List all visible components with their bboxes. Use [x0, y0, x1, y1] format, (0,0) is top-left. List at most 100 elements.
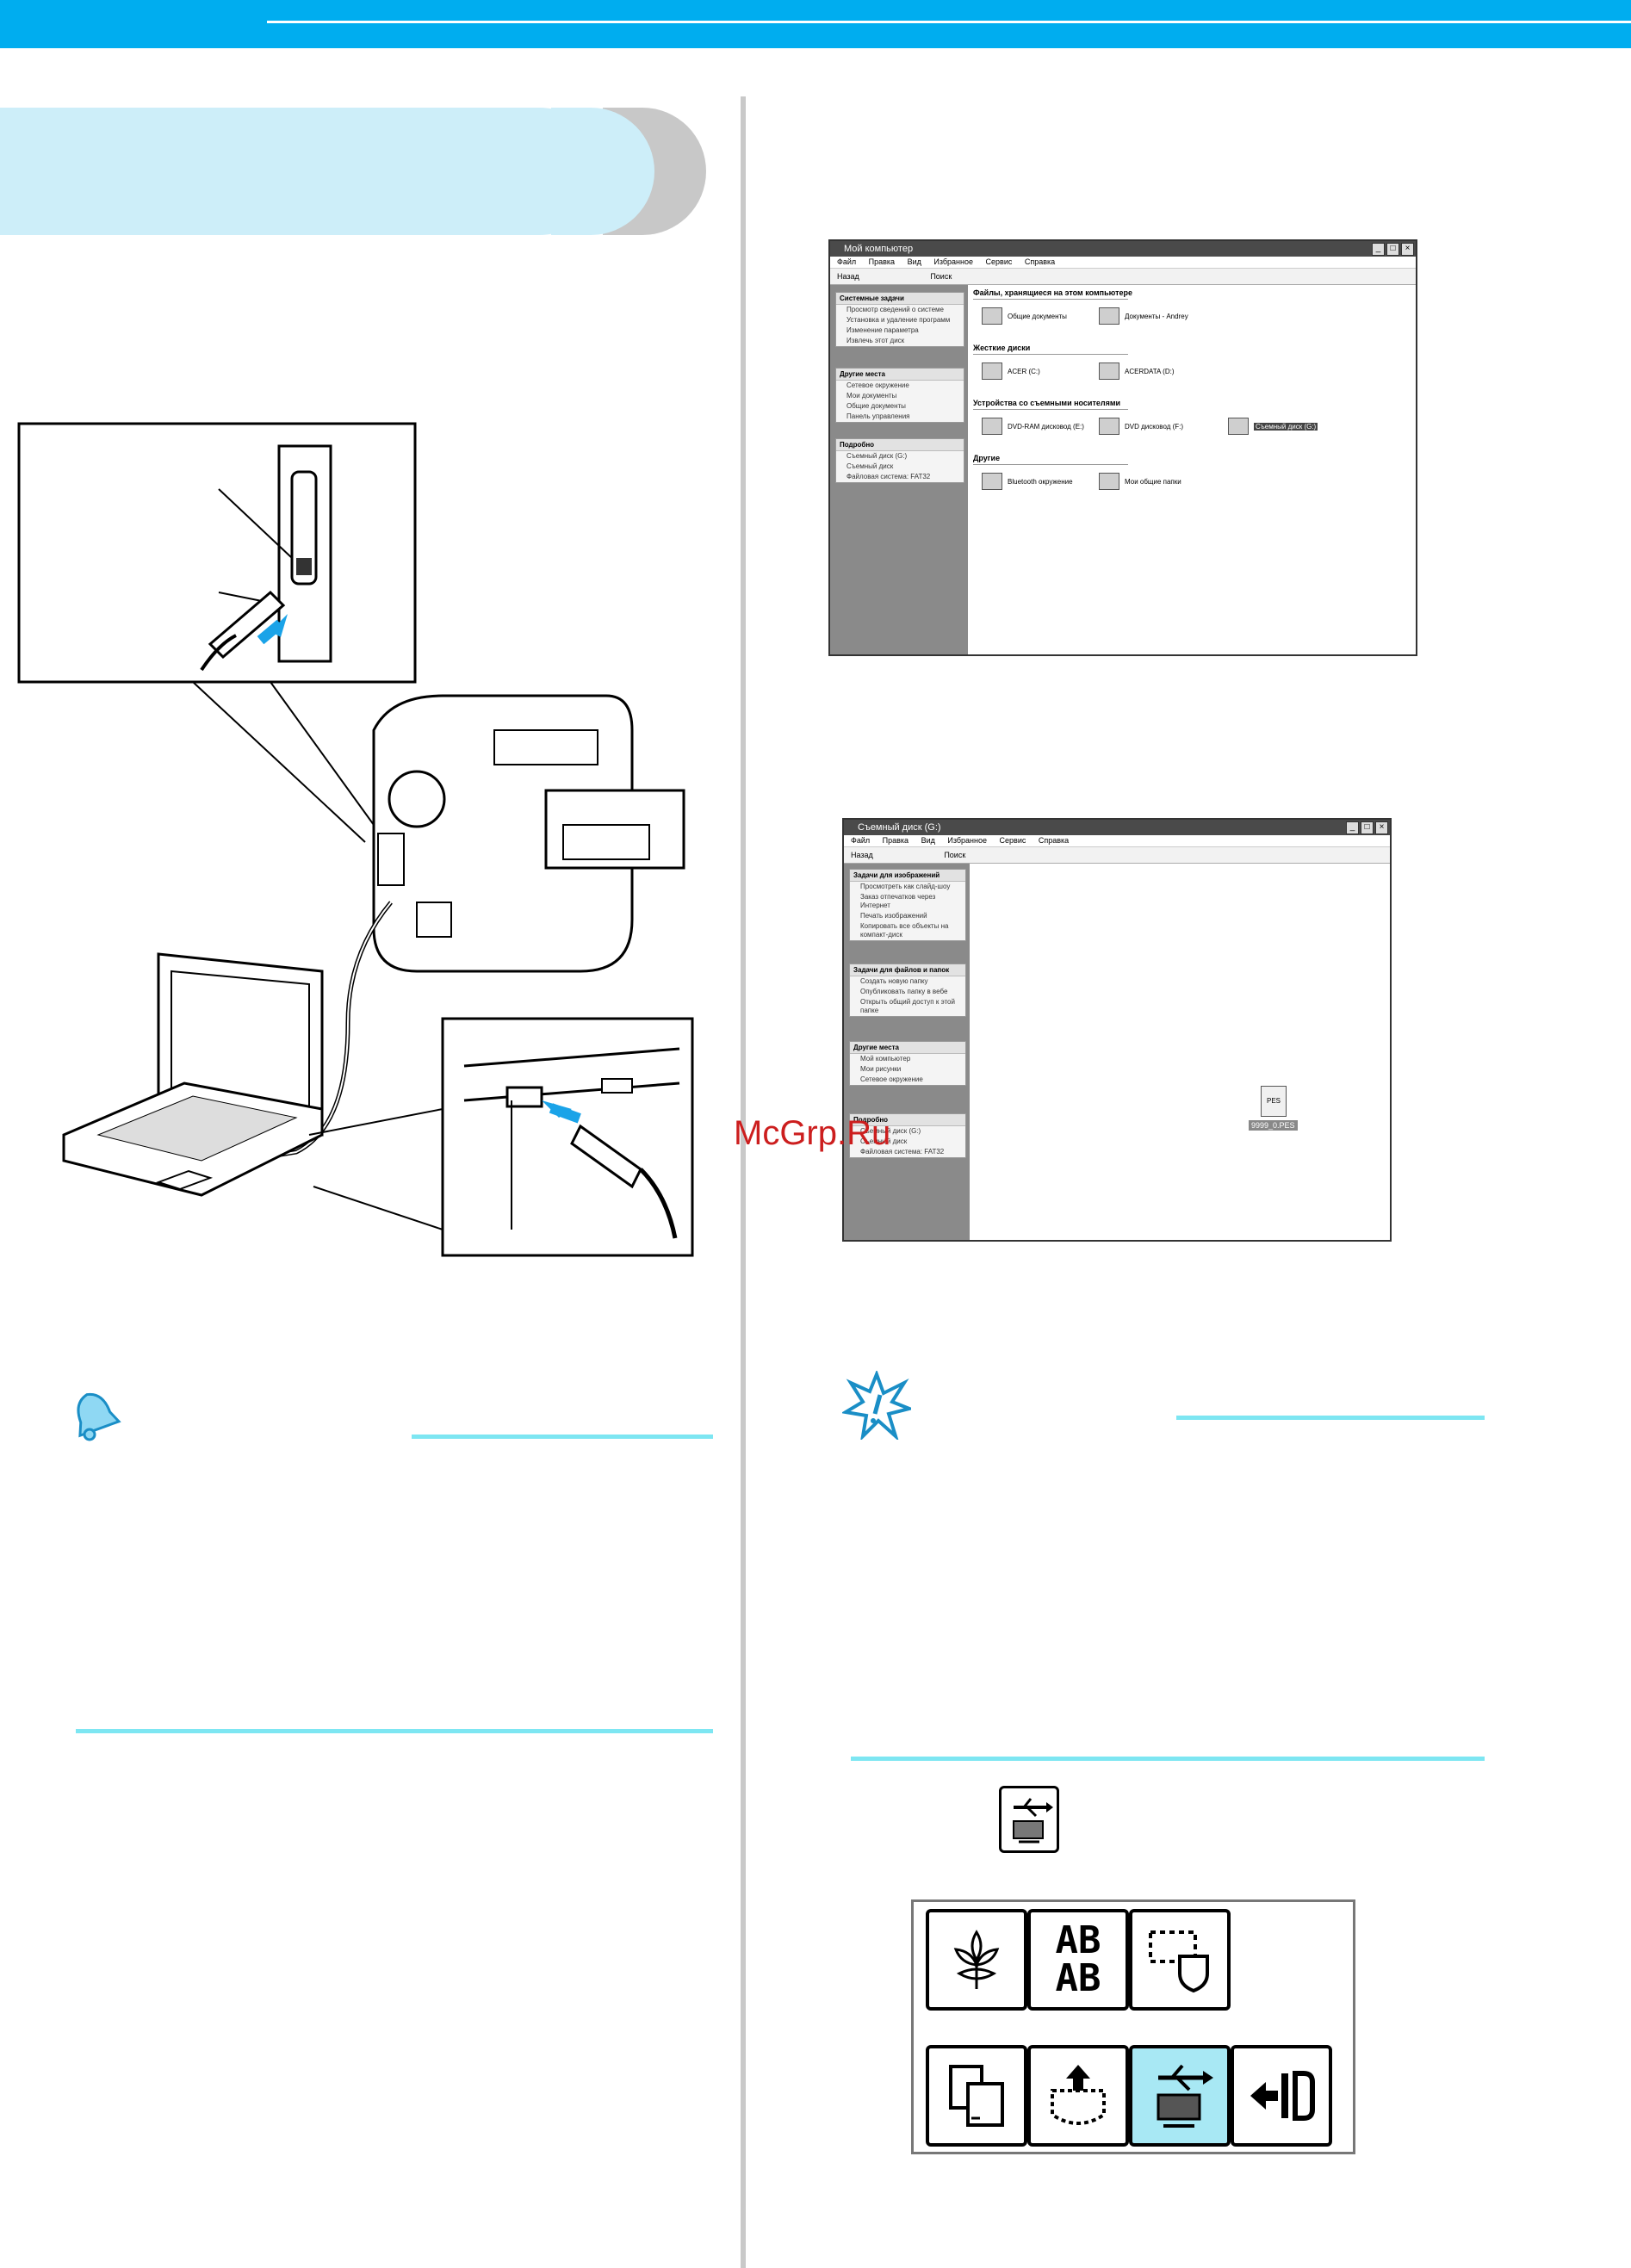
drive-d-item[interactable]: ACERDATA (D:) [1099, 363, 1174, 380]
user-documents-item[interactable]: Документы - Andrey [1099, 307, 1188, 325]
maximize-icon[interactable]: □ [1386, 243, 1399, 256]
menu-favorites[interactable]: Избранное [947, 836, 988, 845]
panel-header[interactable]: Другие места [836, 369, 964, 381]
toolbar: Назад Поиск [844, 847, 1390, 864]
hard-drive-icon [1099, 363, 1119, 380]
panel-link[interactable]: Мои рисунки [860, 1065, 902, 1073]
panel-link[interactable]: Опубликовать папку в вебе [860, 988, 948, 995]
shared-documents-item[interactable]: Общие документы [982, 307, 1067, 325]
panel-link[interactable]: Общие документы [847, 402, 906, 410]
note-sparkle-icon [842, 1371, 911, 1440]
frame-pattern-key[interactable] [1129, 1909, 1231, 2011]
minimize-icon[interactable]: _ [1372, 243, 1385, 256]
close-icon[interactable]: × [1401, 243, 1414, 256]
heading-tab-cap [551, 108, 654, 235]
search-button[interactable]: Поиск [944, 851, 966, 859]
panel-link[interactable]: Мой компьютер [860, 1055, 911, 1063]
hard-drive-icon [982, 363, 1002, 380]
search-button[interactable]: Поиск [930, 272, 952, 281]
menu-tools[interactable]: Сервис [999, 836, 1026, 845]
menu-tools[interactable]: Сервис [985, 257, 1013, 266]
frame-shield-icon [1149, 1930, 1209, 1993]
panel-header[interactable]: Задачи для файлов и папок [850, 964, 965, 976]
drive-e-item[interactable]: DVD-RAM дисковод (E:) [982, 418, 1084, 435]
group-rule [973, 409, 1128, 410]
menu-file[interactable]: Файл [851, 836, 871, 845]
dvd-drive-icon [1099, 418, 1119, 435]
panel-other-places: Другие места Мой компьютер Мои рисунки С… [849, 1041, 966, 1086]
menu-view[interactable]: Вид [907, 257, 921, 266]
usb-icon [1013, 1798, 1053, 1844]
top-band-line [267, 21, 1631, 23]
embroidery-pattern-key[interactable] [926, 1909, 1027, 2011]
memory-pattern-key[interactable] [926, 2045, 1027, 2147]
menu-favorites[interactable]: Избранное [933, 257, 974, 266]
panel-header[interactable]: Системные задачи [836, 293, 964, 305]
panel-text: Файловая система: FAT32 [860, 1148, 945, 1156]
pes-file-label[interactable]: 9999_0.PES [1249, 1120, 1298, 1131]
panel-link[interactable]: Сетевое окружение [847, 381, 909, 389]
panel-link[interactable]: Панель управления [847, 412, 910, 420]
panel-header[interactable]: Подробно [836, 439, 964, 451]
group-label: Файлы, хранящиеся на этом компьютере [973, 288, 1132, 297]
menu-help[interactable]: Справка [1024, 257, 1056, 266]
maximize-icon[interactable]: □ [1361, 821, 1374, 834]
menu-help[interactable]: Справка [1038, 836, 1070, 845]
return-key[interactable] [1231, 2045, 1332, 2147]
shared-folder-icon [1099, 473, 1119, 490]
close-icon[interactable]: × [1375, 821, 1388, 834]
usb-key-inline [999, 1786, 1059, 1853]
menu-view[interactable]: Вид [921, 836, 935, 845]
panel-picture-tasks: Задачи для изображений Просмотреть как с… [849, 869, 966, 941]
panel-link[interactable]: Извлечь этот диск [847, 337, 905, 344]
panel-file-tasks: Задачи для файлов и папок Создать новую … [849, 964, 966, 1017]
column-divider [741, 96, 746, 2268]
group-label: Жесткие диски [973, 344, 1031, 352]
folder-icon [1099, 307, 1119, 325]
panel-details: Подробно Съемный диск (G:) Съемный диск … [835, 438, 964, 483]
panel-link[interactable]: Мои документы [847, 392, 897, 400]
panel-link[interactable]: Просмотр сведений о системе [847, 306, 944, 313]
pocket-memory-key[interactable] [1027, 2045, 1129, 2147]
note-rule-top [1176, 1416, 1485, 1420]
minimize-icon[interactable]: _ [1346, 821, 1359, 834]
group-label: Устройства со съемными носителями [973, 399, 1121, 407]
note-rule-bottom [851, 1757, 1485, 1761]
panel-link[interactable]: Создать новую папку [860, 977, 928, 985]
panel-header[interactable]: Задачи для изображений [850, 870, 965, 882]
panel-link[interactable]: Установка и удаление программ [847, 316, 951, 324]
heading-tab [0, 108, 603, 235]
menu-file[interactable]: Файл [837, 257, 857, 266]
panel-link[interactable]: Изменение параметра [847, 326, 919, 334]
bluetooth-item[interactable]: Bluetooth окружение [982, 473, 1073, 490]
panel-header[interactable]: Подробно [850, 1114, 965, 1126]
return-arrow-icon [1250, 2071, 1315, 2121]
panel-link[interactable]: Просмотреть как слайд-шоу [860, 883, 951, 890]
panel-link[interactable]: Печать изображений [860, 912, 927, 920]
drive-c-item[interactable]: ACER (C:) [982, 363, 1040, 380]
panel-link[interactable]: Открыть общий доступ к этой папке [860, 998, 955, 1014]
back-button[interactable]: Назад [837, 272, 859, 281]
shared-folders-item[interactable]: Мои общие папки [1099, 473, 1181, 490]
menu-edit[interactable]: Правка [882, 836, 909, 845]
panel-link[interactable]: Сетевое окружение [860, 1075, 923, 1083]
pes-file-icon[interactable]: PES [1261, 1086, 1287, 1117]
drive-f-item[interactable]: DVD дисковод (F:) [1099, 418, 1183, 435]
usb-media-key[interactable] [1129, 2045, 1231, 2147]
top-band [0, 0, 1631, 48]
panel-other-places: Другие места Сетевое окружение Мои докум… [835, 368, 964, 423]
dvd-drive-icon [982, 418, 1002, 435]
back-button[interactable]: Назад [851, 851, 873, 859]
removable-disk-item[interactable]: Съемный диск (G:) [1228, 418, 1318, 435]
panel-link[interactable]: Заказ отпечатков через Интернет [860, 893, 936, 909]
group-rule [973, 464, 1128, 465]
panel-text: Файловая система: FAT32 [847, 473, 931, 480]
panel-link[interactable]: Копировать все объекты на компакт-диск [860, 922, 949, 939]
menu-bar: Файл Правка Вид Избранное Сервис Справка [830, 257, 1416, 269]
panel-header[interactable]: Другие места [850, 1042, 965, 1054]
panel-system-tasks: Системные задачи Просмотр сведений о сис… [835, 292, 964, 347]
menu-edit[interactable]: Правка [868, 257, 896, 266]
